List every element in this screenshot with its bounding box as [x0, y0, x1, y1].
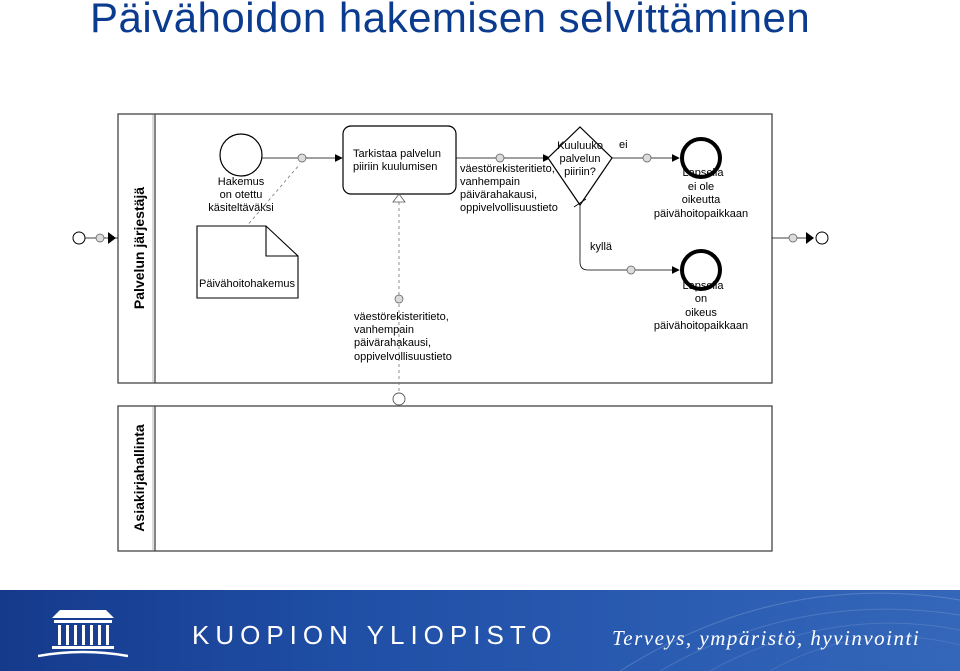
document-label: Päivähoitohakemus — [199, 278, 296, 290]
end-no-label-4: päivähoitopaikkaan — [654, 208, 748, 220]
flow-data-label-3: päivärahakausi, — [460, 189, 537, 201]
start-event: Hakemus on otettu käsiteltäväksi — [208, 133, 274, 214]
lane-label: Palvelun järjestäjä — [131, 187, 147, 309]
gateway-kuuluuko: Kuuluuko palvelun piiriin? — [547, 126, 613, 207]
message-flow-records: väestörekisteritieto, vanhempain päivära… — [354, 193, 452, 406]
flow-start-to-task — [262, 153, 343, 163]
footer-decoration — [619, 592, 960, 671]
end-no-label-1: Lapsella — [683, 167, 725, 179]
task-label-2: piiriin kuulumisen — [353, 161, 437, 173]
page-title: Päivähoidon hakemisen selvittäminen — [90, 0, 811, 41]
message-data-label-3: päivärahakausi, — [354, 337, 431, 349]
flow-data-label-2: vanhempain — [460, 176, 520, 188]
outer-flows — [72, 231, 829, 245]
university-slogan: Terveys, ympäristö, hyvinvointi — [612, 626, 921, 650]
end-yes-label-3: oikeus — [685, 307, 717, 319]
flow-task-to-gateway: väestörekisteritieto, vanhempain päivära… — [456, 153, 558, 214]
gateway-label-1: Kuuluuko — [557, 140, 603, 152]
document-paivahoitohakemus: Päivähoitohakemus — [196, 225, 299, 299]
flow-data-label-4: oppivelvollisuustieto — [460, 202, 558, 214]
association-document — [244, 163, 301, 229]
footer-banner: KUOPION YLIOPISTO Terveys, ympäristö, hy… — [0, 590, 960, 671]
start-event-label-3: käsiteltäväksi — [208, 202, 273, 214]
end-yes-label-2: on — [695, 293, 707, 305]
end-no-label-2: ei ole — [688, 181, 714, 193]
branch-yes-label: kyllä — [590, 241, 613, 253]
flow-branch-yes: kyllä — [573, 198, 680, 275]
lane-label: Asiakirjahallinta — [131, 424, 147, 532]
university-logo-icon — [38, 610, 128, 658]
flow-data-label-1: väestörekisteritieto, — [460, 163, 555, 175]
gateway-label-3: piiriin? — [564, 166, 596, 178]
start-event-label-2: on otettu — [220, 189, 263, 201]
branch-no-label: ei — [619, 139, 628, 151]
task-label-1: Tarkistaa palvelun — [353, 148, 441, 160]
message-data-label-4: oppivelvollisuustieto — [354, 351, 452, 363]
flow-branch-no: ei — [612, 139, 680, 163]
gateway-label-2: palvelun — [560, 153, 601, 165]
end-yes-label-4: päivähoitopaikkaan — [654, 320, 748, 332]
end-event-no: Lapsella ei ole oikeutta päivähoitopaikk… — [654, 137, 748, 220]
task-tarkistaa: Tarkistaa palvelun piiriin kuulumisen — [342, 125, 457, 195]
end-yes-label-1: Lapsella — [683, 280, 725, 292]
end-no-label-3: oikeutta — [682, 194, 721, 206]
process-diagram: Palvelun järjestäjä Asiakirjahallinta Ha… — [72, 113, 829, 552]
message-data-label-1: väestörekisteritieto, — [354, 311, 449, 323]
end-event-yes: Lapsella on oikeus päivähoitopaikkaan — [654, 249, 748, 332]
start-event-label-1: Hakemus — [218, 176, 265, 188]
lane-asiakirjahallinta: Asiakirjahallinta — [117, 405, 773, 552]
university-name: KUOPION YLIOPISTO — [192, 620, 558, 650]
message-data-label-2: vanhempain — [354, 324, 414, 336]
